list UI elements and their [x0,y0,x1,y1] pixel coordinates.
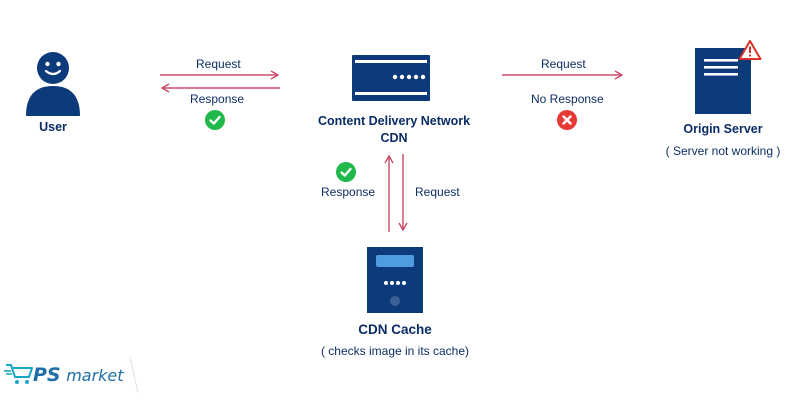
origin-subtitle: ( Server not working ) [665,144,781,158]
origin-title: Origin Server [683,122,763,136]
cdn-cache-server-icon [367,247,423,313]
cache-title: CDN Cache [358,322,432,337]
cdn-origin-response-label: No Response [531,92,604,106]
brand-logo-letters: PS [33,364,61,386]
cdn-title: Content Delivery Network [317,114,471,128]
cross-icon [557,110,577,130]
brand-cart-icon [4,364,33,384]
cdn-cache-request-arrow [398,154,408,232]
cdn-origin-request-arrow [502,70,624,80]
cdn-server-icon [352,55,430,101]
cdn-cache-response-label: Response [321,185,376,199]
user-icon [26,52,80,116]
brand-divider [129,356,139,394]
warning-icon [738,40,762,60]
user-cdn-request-label: Request [196,57,241,71]
cdn-origin-request-label: Request [541,57,586,71]
check-icon [336,162,356,182]
brand-name: market [66,366,124,385]
brand-logo: PS market [33,364,124,386]
user-cdn-response-arrow [160,83,280,93]
user-cdn-request-arrow [160,70,280,80]
user-cdn-response-label: Response [190,92,245,106]
cdn-cache-response-arrow [384,154,394,232]
cdn-title-abbr: CDN [380,131,408,145]
cache-subtitle: ( checks image in its cache) [320,344,470,358]
user-label: User [39,120,67,134]
check-icon [205,110,225,130]
cdn-cache-request-label: Request [415,185,460,199]
